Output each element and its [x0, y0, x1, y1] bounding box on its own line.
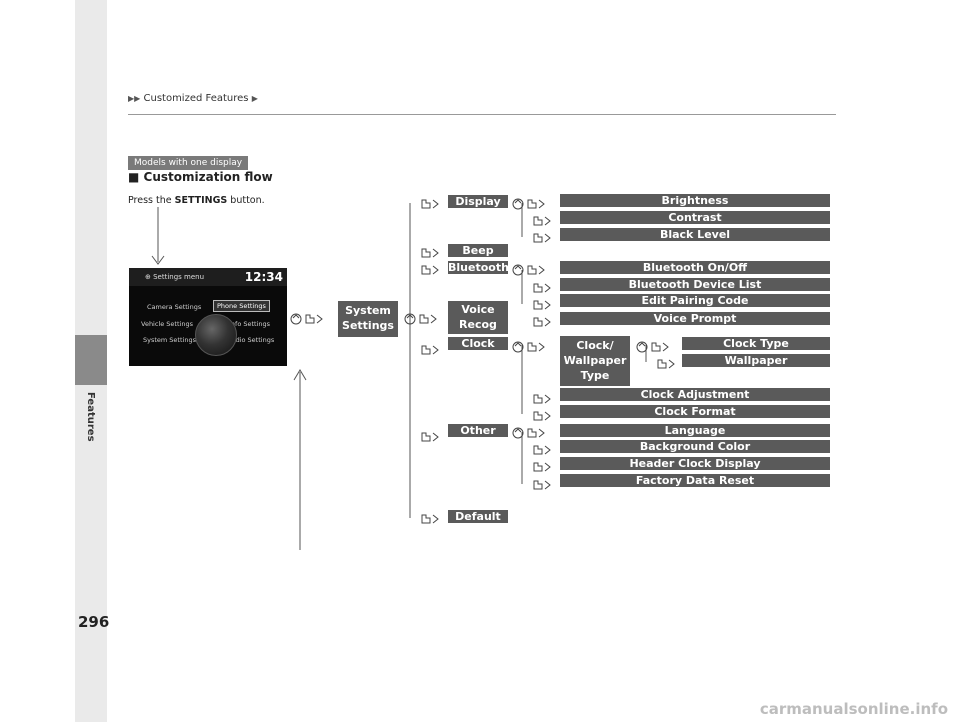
leaf-black-level: Black Level: [560, 228, 830, 241]
instruction-text: Press the SETTINGS button.: [128, 195, 265, 206]
rotate-press-icon: [636, 341, 669, 353]
screen-item: Vehicle Settings: [141, 320, 193, 328]
side-tab-marker: [75, 335, 107, 385]
press-icon: [533, 445, 551, 455]
breadcrumb-label[interactable]: Customized Features: [143, 93, 249, 104]
screen-title-bar: [129, 268, 287, 286]
rotate-press-icon: [512, 427, 545, 439]
settings-screen-image: ⊕ Settings menu 12:34 Camera Settings Ph…: [129, 268, 287, 366]
press-icon: [533, 216, 551, 226]
leaf-bluetooth-on-off: Bluetooth On/Off: [560, 261, 830, 274]
press-icon: [533, 462, 551, 472]
node-default: Default: [448, 510, 508, 523]
node-system-settings: System Settings: [338, 301, 398, 337]
press-icon: [421, 265, 439, 275]
leaf-clock-adjustment: Clock Adjustment: [560, 388, 830, 401]
press-icon: [421, 199, 439, 209]
node-other: Other: [448, 424, 508, 437]
model-badge: Models with one display: [128, 156, 249, 170]
screen-menu-icon: ⊕: [145, 273, 151, 281]
screen-item: Info Settings: [229, 320, 271, 328]
breadcrumb: ▶▶ Customized Features ▶: [128, 93, 258, 104]
rotate-press-icon: [512, 341, 545, 353]
node-bluetooth: Bluetooth: [448, 261, 509, 274]
leaf-language: Language: [560, 424, 830, 437]
header-rule: [128, 114, 836, 115]
screen-menu-title: ⊕ Settings menu: [145, 273, 205, 281]
watermark: carmanualsonline.info: [759, 700, 948, 718]
press-icon: [421, 345, 439, 355]
rotate-press-icon: [404, 313, 437, 325]
node-clock: Clock: [448, 337, 508, 350]
node-voice-recog: Voice Recog: [448, 301, 508, 334]
node-beep: Beep: [448, 244, 508, 257]
page-number: 296: [78, 613, 110, 631]
leaf-background-color: Background Color: [560, 440, 830, 453]
screen-item: System Settings: [143, 336, 196, 344]
press-icon: [421, 432, 439, 442]
section-bullet-icon: ■: [128, 170, 140, 184]
screen-item: Camera Settings: [147, 303, 202, 311]
press-icon: [533, 411, 551, 421]
rotate-press-icon: [290, 313, 323, 325]
leaf-clock-format: Clock Format: [560, 405, 830, 418]
press-icon: [533, 317, 551, 327]
leaf-contrast: Contrast: [560, 211, 830, 224]
screen-item-selected: Phone Settings: [213, 300, 270, 312]
screen-clock: 12:34: [244, 270, 283, 284]
screen-item: Audio Settings: [227, 336, 275, 344]
leaf-voice-prompt: Voice Prompt: [560, 312, 830, 325]
node-display: Display: [448, 195, 508, 208]
leaf-wallpaper: Wallpaper: [682, 354, 830, 367]
rotate-press-icon: [512, 264, 545, 276]
press-icon: [533, 283, 551, 293]
press-icon: [533, 480, 551, 490]
breadcrumb-arrow-icon: ▶: [251, 94, 258, 103]
leaf-clock-type: Clock Type: [682, 337, 830, 350]
press-icon: [421, 248, 439, 258]
node-clock-wallpaper-type: Clock/ Wallpaper Type: [560, 336, 630, 386]
press-icon: [421, 514, 439, 524]
press-icon: [533, 394, 551, 404]
press-icon: [533, 233, 551, 243]
leaf-factory-data-reset: Factory Data Reset: [560, 474, 830, 487]
leaf-bluetooth-device-list: Bluetooth Device List: [560, 278, 830, 291]
press-icon: [657, 359, 675, 369]
section-title: ■ Customization flow: [128, 170, 273, 184]
leaf-brightness: Brightness: [560, 194, 830, 207]
rotate-press-icon: [512, 198, 545, 210]
leaf-edit-pairing-code: Edit Pairing Code: [560, 294, 830, 307]
control-knob-icon: [195, 314, 237, 356]
breadcrumb-arrow-icon: ▶▶: [128, 94, 141, 103]
press-icon: [533, 300, 551, 310]
leaf-header-clock-display: Header Clock Display: [560, 457, 830, 470]
